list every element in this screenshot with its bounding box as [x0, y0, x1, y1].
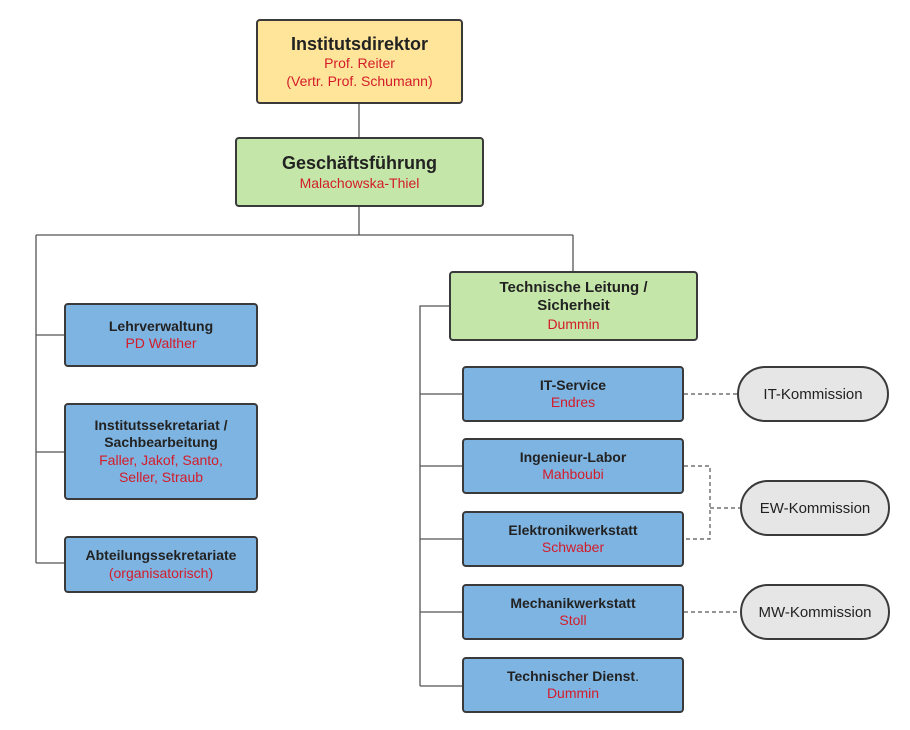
technical-lead-name: Dummin [547, 316, 600, 332]
secretariat-names-line2: Seller, Straub [118, 469, 204, 485]
dept-secretariats-note: (organisatorisch) [108, 564, 214, 581]
engineering-lab-box: Ingenieur-Labor Mahboubi [462, 438, 684, 494]
technical-lead-title-line2: Sicherheit [537, 297, 610, 315]
electronics-workshop-box: Elektronikwerkstatt Schwaber [462, 511, 684, 567]
director-box: Institutsdirektor Prof. Reiter (Vertr. P… [256, 19, 463, 104]
management-name: Malachowska-Thiel [299, 174, 420, 191]
technical-lead-title-line1: Technische Leitung / [499, 278, 648, 296]
secretariat-names-line1: Faller, Jakof, Santo, [99, 451, 223, 468]
ew-commission: EW-Kommission [740, 480, 890, 536]
engineering-lab-title: Ingenieur-Labor [519, 448, 627, 465]
director-deputy: (Vertr. Prof. Schumann) [286, 72, 433, 89]
management-title: Geschäftsführung [281, 153, 437, 173]
technical-service-name: Dummin [546, 685, 600, 701]
technical-service-title-text: Technischer Dienst [506, 667, 636, 684]
mechanics-workshop-name: Stoll [559, 612, 587, 628]
management-box: Geschäftsführung Malachowska-Thiel [235, 137, 484, 207]
electronics-workshop-title: Elektronikwerkstatt [508, 521, 638, 538]
technical-lead-box: Technische Leitung / Sicherheit Dummin [449, 271, 698, 341]
secretariat-title-line2: Sachbearbeitung [104, 434, 218, 450]
electronics-workshop-name: Schwaber [541, 539, 605, 555]
technical-service-title-suffix: . [635, 667, 639, 684]
it-service-name: Endres [550, 394, 596, 410]
teaching-admin-title: Lehrverwaltung [108, 317, 214, 334]
dashed-ew-commission [684, 465, 740, 540]
it-service-box: IT-Service Endres [462, 366, 684, 422]
dept-secretariats-box: Abteilungssekretariate (organisatorisch) [64, 536, 258, 593]
it-service-title: IT-Service [539, 376, 607, 393]
teaching-admin-box: Lehrverwaltung PD Walther [64, 303, 258, 367]
teaching-admin-name: PD Walther [125, 335, 197, 351]
mechanics-workshop-title: Mechanikwerkstatt [510, 594, 636, 611]
director-name: Prof. Reiter [324, 55, 395, 72]
mw-commission: MW-Kommission [740, 584, 890, 640]
secretariat-title-line1: Institutssekretariat / [94, 416, 228, 433]
engineering-lab-name: Mahboubi [542, 466, 604, 482]
dept-secretariats-title: Abteilungssekretariate [85, 547, 237, 563]
mechanics-workshop-box: Mechanikwerkstatt Stoll [462, 584, 684, 640]
line-right-spine [419, 305, 449, 686]
technical-service-title: Technischer Dienst. [507, 668, 639, 686]
secretariat-box: Institutssekretariat / Sachbearbeitung F… [64, 403, 258, 500]
it-commission: IT-Kommission [737, 366, 889, 422]
director-title: Institutsdirektor [290, 33, 428, 54]
technical-service-box: Technischer Dienst. Dummin [462, 657, 684, 713]
